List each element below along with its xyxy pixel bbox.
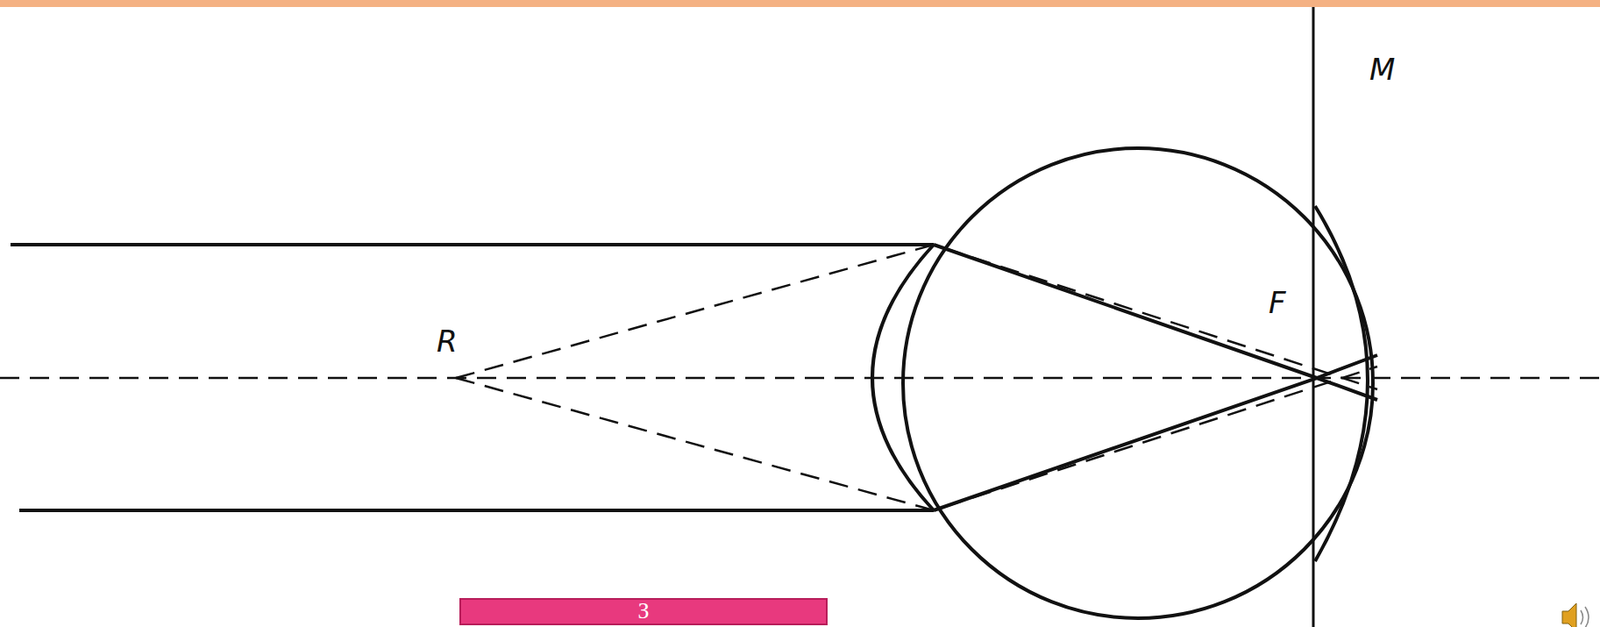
point-label: R xyxy=(436,326,458,356)
top-bar xyxy=(0,0,1600,8)
plane-label: M xyxy=(1369,54,1395,85)
sound-icon xyxy=(1562,603,1589,627)
title-box: З xyxy=(459,597,828,626)
retina-plane xyxy=(1312,7,1316,627)
focus-label: F xyxy=(1268,287,1287,318)
dashed-rays xyxy=(0,244,1600,511)
box-text: З xyxy=(461,599,826,623)
